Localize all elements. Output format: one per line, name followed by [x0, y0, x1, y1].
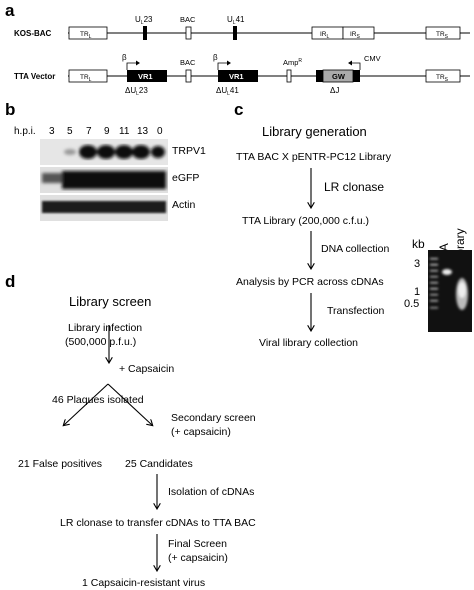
panel-letter-a: a [5, 1, 15, 20]
tta-vector-label: TTA Vector [14, 72, 55, 81]
band-egfp-label: eGFP [172, 172, 200, 184]
kos-trs-box [425, 26, 461, 40]
gel-marker-0.5: 0.5 [404, 298, 420, 310]
panel-letter-d: d [5, 272, 16, 291]
library-infection-label: Library infection [68, 322, 143, 334]
tta-bac-mark [185, 69, 192, 83]
gel-marker-3: 3 [414, 258, 421, 270]
panel-letter-c: c [234, 100, 244, 119]
kos-bac-label: KOS-BAC [14, 29, 52, 38]
svg-text:UL23: UL23 [135, 15, 153, 26]
svg-text:TRS: TRS [436, 74, 449, 83]
candidates: 25 Candidates [125, 458, 193, 470]
vr1-box-2 [218, 70, 258, 82]
isolation-of-cdnas: Isolation of cDNAs [168, 486, 255, 498]
svg-text:GW: GW [332, 72, 346, 81]
ul41-gene-mark [233, 26, 237, 40]
western-blot-image [40, 139, 168, 221]
library-infection-pfu: (500,000 p.f.u.) [65, 336, 137, 348]
lane-3: 3 [49, 126, 55, 137]
panel-letter-b: b [5, 100, 16, 119]
lane-13: 13 [137, 126, 149, 137]
secondary-screen-capsaicin: (+ capsaicin) [171, 426, 231, 438]
svg-text:BAC: BAC [180, 58, 196, 67]
svg-text:IRS: IRS [350, 31, 361, 40]
ul23-gene-mark [143, 26, 147, 40]
svg-text:VR1: VR1 [138, 72, 153, 81]
tta-trl-box [68, 69, 108, 83]
lane-0: 0 [157, 126, 163, 137]
genome-map-diagram: KOS-BAC TRL UL23 BAC UL41 IRL IRS TRS TT… [14, 15, 470, 97]
svg-text:TRL: TRL [80, 31, 92, 40]
svg-text:UL41: UL41 [227, 15, 245, 26]
lane-7: 7 [86, 126, 92, 137]
svg-text:VR1: VR1 [229, 72, 244, 81]
gel-marker-1: 1 [414, 286, 421, 298]
lane-5: 5 [67, 126, 73, 137]
svg-text:BAC: BAC [180, 15, 196, 24]
secondary-screen-label: Secondary screen [171, 412, 256, 424]
band-trpv1-label: TRPV1 [172, 145, 206, 157]
svg-text:β: β [213, 53, 218, 62]
vr1-box-1 [127, 70, 167, 82]
step-tta-bac: TTA BAC X pENTR-PC12 Library [236, 151, 392, 163]
svg-text:IRL: IRL [320, 31, 330, 40]
agarose-gel-image [428, 250, 472, 332]
svg-text:CMV: CMV [364, 54, 381, 63]
arrow-label-dna-collection: DNA collection [321, 243, 390, 255]
svg-text:TRS: TRS [436, 31, 449, 40]
band-actin-label: Actin [172, 199, 196, 211]
tta-trs-box [425, 69, 461, 83]
library-generation-title: Library generation [262, 124, 367, 139]
gel-kb-label: kb [412, 237, 425, 251]
svg-text:TRL: TRL [80, 74, 92, 83]
kos-bac-mark [185, 26, 192, 40]
svg-text:ΔUL41: ΔUL41 [216, 86, 239, 97]
arrow-label-lr-clonase: LR clonase [324, 180, 385, 194]
library-screen-title: Library screen [69, 294, 152, 309]
step-tta-library: TTA Library (200,000 c.f.u.) [242, 215, 370, 227]
plaques-isolated: 46 Plaques isolated [52, 394, 144, 406]
step-viral-collection: Viral library collection [259, 337, 359, 349]
kos-trl-box [68, 26, 108, 40]
svg-text:AmpR: AmpR [283, 58, 302, 67]
hpi-label: h.p.i. [14, 126, 36, 137]
lane-11: 11 [119, 126, 130, 137]
svg-text:ΔJ: ΔJ [330, 86, 339, 95]
capsaicin-resistant-result: 1 Capsaicin-resistant virus [82, 577, 206, 589]
kos-irs-box [342, 26, 375, 40]
false-positives: 21 False positives [18, 458, 103, 470]
svg-text:ΔUL23: ΔUL23 [125, 86, 148, 97]
step-pcr-analysis: Analysis by PCR across cDNAs [236, 276, 384, 288]
arrow-label-transfection: Transfection [327, 305, 385, 317]
final-screen-label: Final Screen [168, 538, 227, 550]
svg-text:β: β [122, 53, 127, 62]
lr-clonase-transfer: LR clonase to transfer cDNAs to TTA BAC [60, 517, 256, 529]
capsaicin-label-1: + Capsaicin [119, 363, 175, 375]
ampr-mark [286, 69, 292, 83]
final-screen-capsaicin: (+ capsaicin) [168, 552, 228, 564]
lane-9: 9 [104, 126, 110, 137]
